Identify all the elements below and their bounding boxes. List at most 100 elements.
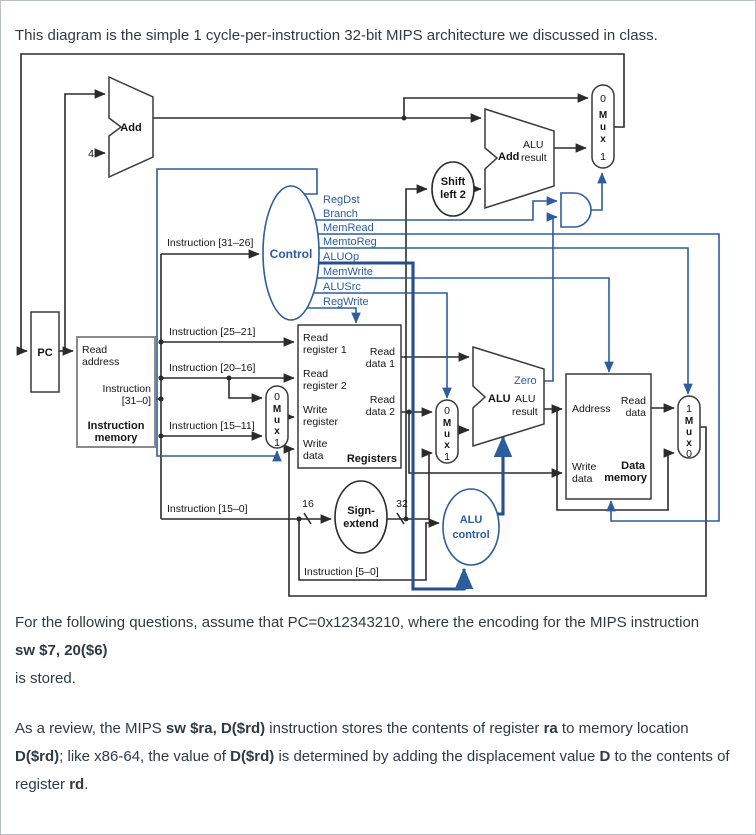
svg-text:M: M: [273, 404, 281, 415]
control-oval: [262, 185, 320, 321]
imem-title: Instruction: [88, 420, 145, 432]
registers-labels: Read register 1 Read register 2 Write re…: [303, 332, 397, 465]
pc-label: PC: [37, 347, 52, 359]
svg-text:ALU: ALU: [515, 393, 535, 405]
sign-extend-label: Sign-: [347, 505, 375, 517]
svg-text:0: 0: [444, 405, 450, 417]
svg-text:0: 0: [686, 448, 692, 460]
svg-text:x: x: [686, 438, 692, 449]
control-label: Control: [270, 247, 313, 261]
sign-extend-oval: [334, 480, 388, 554]
svg-text:0: 0: [274, 391, 280, 403]
mux-regdst-labels: 0 M u x 1: [273, 391, 281, 449]
constant-4-label: 4: [88, 148, 94, 160]
mux-memtoreg: [677, 395, 701, 459]
svg-text:register 1: register 1: [303, 344, 347, 356]
svg-text:Instruction [31–26]: Instruction [31–26]: [167, 237, 253, 249]
instruction-field-labels: Instruction [31–26] Instruction [25–21] …: [167, 237, 379, 578]
data-memory-labels: Address Read data Write data Data memory: [572, 395, 648, 485]
svg-text:x: x: [444, 440, 450, 451]
pc-box: [30, 311, 60, 393]
svg-text:Instruction [5–0]: Instruction [5–0]: [304, 566, 379, 578]
svg-text:ALU: ALU: [523, 139, 543, 151]
svg-text:x: x: [274, 426, 280, 437]
imem-instruction-out: Instruction: [103, 383, 152, 395]
stored-line: is stored.: [15, 670, 76, 687]
svg-text:x: x: [600, 134, 606, 145]
svg-text:M: M: [599, 110, 607, 121]
instruction-sw: sw $7, 20($6): [15, 642, 108, 659]
svg-text:Instruction [20–16]: Instruction [20–16]: [169, 362, 255, 374]
svg-text:left 2: left 2: [440, 189, 466, 201]
svg-text:u: u: [274, 415, 280, 426]
alu-title: ALU: [488, 393, 511, 405]
shift-left-2-label: Shift: [441, 176, 466, 188]
setup-line: For the following questions, assume that…: [15, 614, 700, 631]
svg-text:u: u: [686, 427, 692, 438]
branch-adder-shape: [484, 107, 555, 210]
mux-pcsrc: [591, 84, 615, 169]
svg-text:data 2: data 2: [366, 406, 395, 418]
mux-memtoreg-labels: 1 M u x 0: [685, 403, 693, 460]
data-memory-box: [565, 373, 652, 500]
svg-text:u: u: [600, 122, 606, 133]
review-text: As a review, the MIPS sw $ra, D($rd) ins…: [15, 720, 730, 793]
svg-text:Write: Write: [303, 438, 327, 450]
branch-adder-label: Add: [498, 151, 519, 163]
svg-text:1: 1: [444, 451, 450, 463]
signal-memtoreg: MemtoReg: [323, 236, 377, 248]
mux-regdst: [265, 385, 289, 449]
svg-text:control: control: [452, 529, 489, 541]
zero-label: Zero: [514, 375, 537, 387]
svg-text:data 1: data 1: [366, 358, 395, 370]
mips-datapath-diagram: PC Add 4 Read address Instruction [31–0]…: [16, 53, 720, 597]
signal-alusrc: ALUSrc: [323, 281, 361, 293]
svg-text:0: 0: [600, 93, 606, 105]
svg-text:data: data: [626, 407, 647, 419]
svg-text:Read: Read: [303, 368, 328, 380]
wire-junctions: [62, 115, 560, 522]
imem-read-address: Read: [82, 344, 107, 356]
datapath-wires: [16, 53, 707, 597]
svg-text:register: register: [303, 416, 339, 428]
data-memory-title: Data: [621, 460, 646, 472]
and-gate: [560, 192, 592, 228]
svg-text:M: M: [443, 418, 451, 429]
registers-title: Registers: [347, 453, 397, 465]
svg-text:Read: Read: [370, 346, 395, 358]
svg-text:memory: memory: [604, 472, 648, 484]
alu-control-oval: [442, 488, 500, 566]
signal-regdst: RegDst: [323, 194, 360, 206]
alu-labels: Zero ALU ALU result: [488, 375, 538, 418]
svg-text:address: address: [82, 356, 119, 368]
signal-memwrite: MemWrite: [323, 266, 373, 278]
width-16-label: 16: [302, 498, 314, 510]
pc-adder-label: Add: [120, 122, 141, 134]
shift-left-2-oval: [431, 161, 475, 217]
mux-pcsrc-labels: 0 M u x 1: [599, 93, 607, 163]
svg-text:register 2: register 2: [303, 380, 347, 392]
svg-text:Instruction [25–21]: Instruction [25–21]: [169, 326, 255, 338]
question-setup-text: For the following questions, assume that…: [15, 609, 705, 693]
svg-text:data: data: [303, 450, 324, 462]
pc-adder-shape: [108, 75, 154, 179]
svg-text:u: u: [444, 429, 450, 440]
alu-shape: [472, 345, 545, 448]
svg-text:data: data: [572, 473, 593, 485]
svg-text:result: result: [521, 152, 547, 164]
signal-aluop: ALUOp: [323, 251, 359, 263]
svg-text:1: 1: [686, 403, 692, 415]
registers-box: [297, 324, 402, 469]
signal-regwrite: RegWrite: [323, 296, 369, 308]
svg-text:Read: Read: [621, 395, 646, 407]
signal-branch: Branch: [323, 208, 358, 220]
svg-text:Read: Read: [370, 394, 395, 406]
signal-memread: MemRead: [323, 222, 374, 234]
svg-text:Read: Read: [303, 332, 328, 344]
svg-text:1: 1: [274, 437, 280, 449]
svg-text:Write: Write: [572, 461, 596, 473]
svg-text:M: M: [685, 416, 693, 427]
intro-text: This diagram is the simple 1 cycle-per-i…: [15, 27, 658, 44]
svg-text:Instruction [15–11]: Instruction [15–11]: [169, 420, 255, 432]
